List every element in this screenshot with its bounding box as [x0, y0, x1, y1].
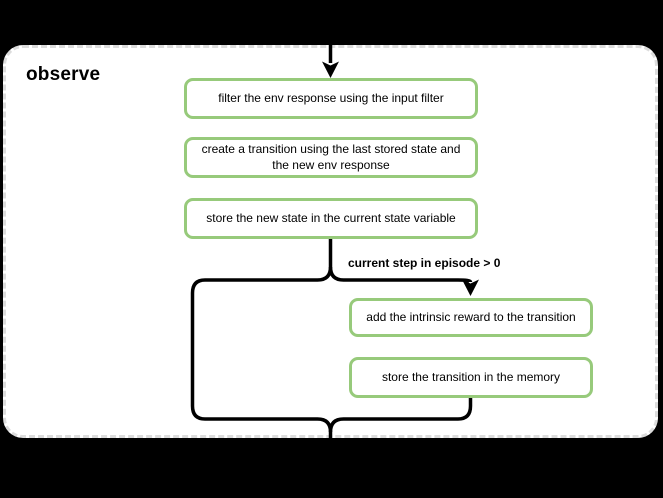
- group-title: observe: [26, 64, 101, 85]
- flow-node-add-intrinsic-reward: add the intrinsic reward to the transiti…: [349, 298, 593, 337]
- flow-node-store-new-state: store the new state in the current state…: [184, 198, 478, 239]
- flow-node-label: create a transition using the last store…: [201, 141, 461, 172]
- flow-node-label: filter the env response using the input …: [218, 90, 444, 105]
- condition-label: current step in episode > 0: [348, 256, 501, 270]
- flow-node-label: store the new state in the current state…: [206, 210, 456, 225]
- flow-node-filter-env-response: filter the env response using the input …: [184, 78, 478, 119]
- flow-node-label: store the transition in the memory: [381, 369, 561, 384]
- flow-node-create-transition: create a transition using the last store…: [184, 137, 478, 178]
- flow-node-store-transition: store the transition in the memory: [349, 357, 593, 398]
- flow-node-label: add the intrinsic reward to the transiti…: [366, 309, 576, 324]
